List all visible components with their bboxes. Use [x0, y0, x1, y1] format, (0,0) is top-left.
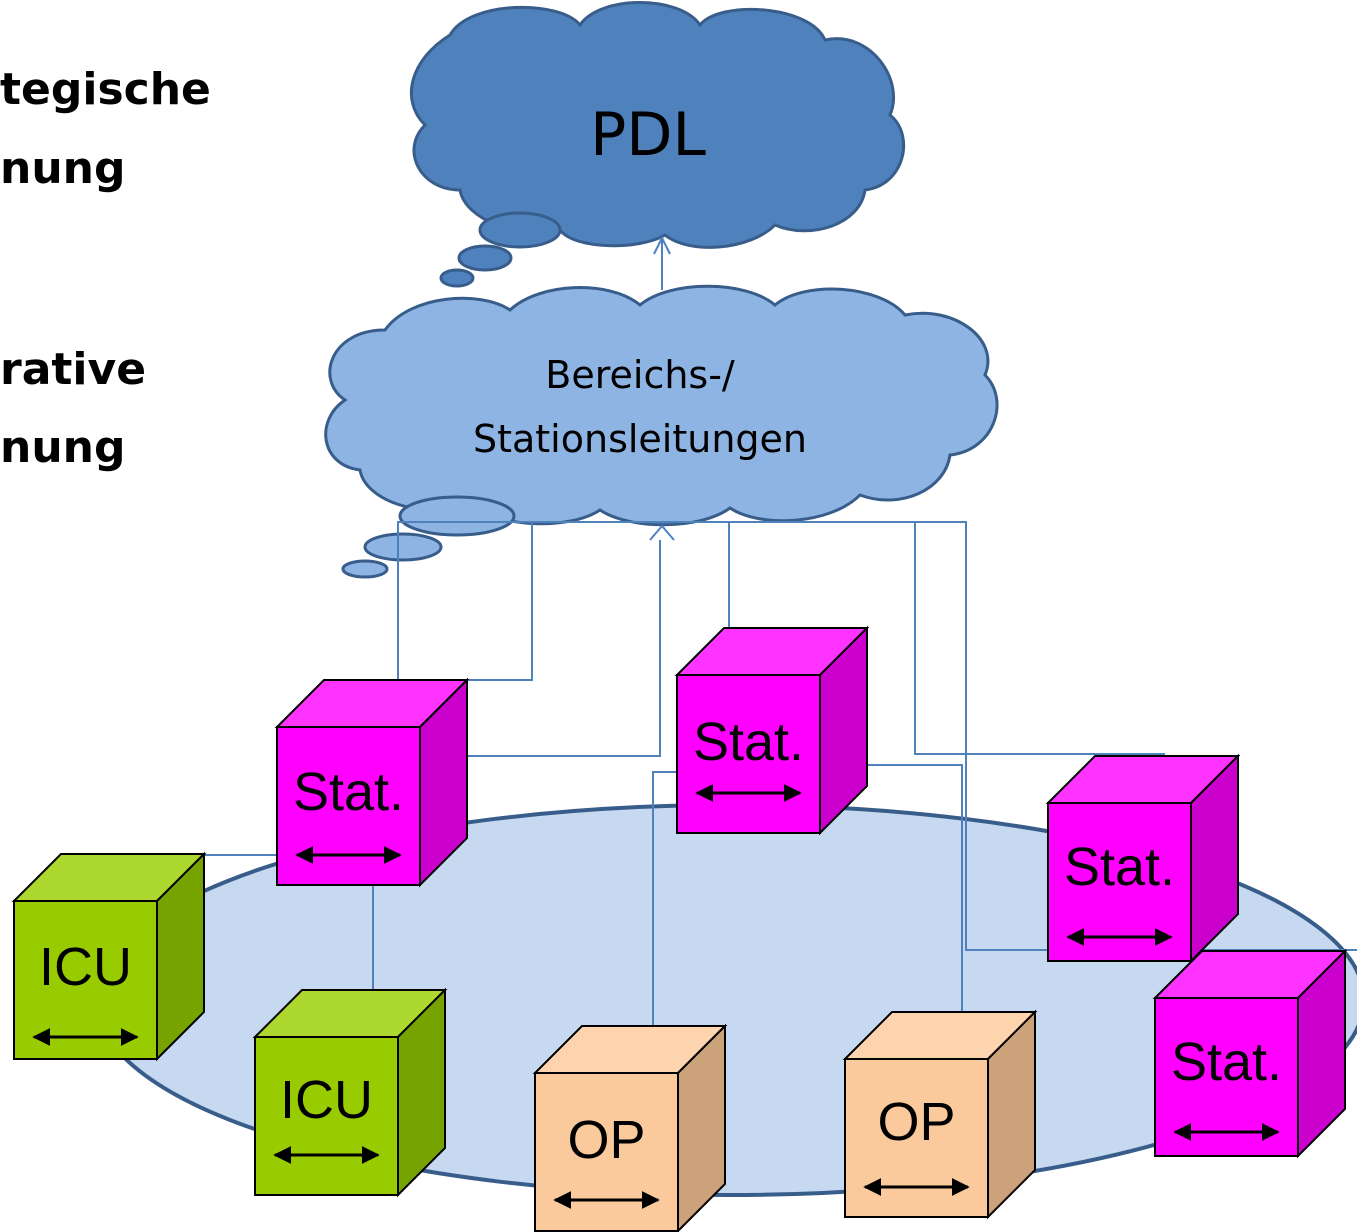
strategic-planning-label-line2: nung — [0, 143, 125, 194]
station-unit-cube: Stat. — [1152, 948, 1348, 1159]
connector-to-pdl — [653, 235, 671, 290]
ward-management-label-line1: Bereichs-/ — [545, 353, 735, 397]
unit-label: Stat. — [693, 712, 804, 772]
station-unit-cube: Stat. — [274, 677, 470, 888]
operative-planning-label-line2: nung — [0, 422, 125, 473]
unit-label: ICU — [280, 1070, 373, 1130]
operative-planning-label-line1: rative — [0, 344, 146, 395]
strategic-planning-label-line1: tegische — [0, 64, 211, 115]
pdl-label: PDL — [590, 100, 706, 170]
ward-management-cloud: Bereichs-/ Stationsleitungen — [324, 284, 999, 579]
unit-label: Stat. — [1171, 1032, 1282, 1092]
icu-unit-cube: ICU — [252, 987, 448, 1198]
unit-label: OP — [877, 1092, 955, 1152]
units-layer: Stat. Stat. Stat. Stat. ICU ICU OP OP — [11, 625, 1348, 1232]
icu-unit-cube: ICU — [11, 851, 207, 1062]
cube-front-face — [254, 1036, 399, 1196]
op-unit-cube: OP — [842, 1009, 1038, 1220]
cube-front-face — [676, 674, 821, 834]
op-unit-cube: OP — [532, 1023, 728, 1232]
unit-label: Stat. — [1064, 837, 1175, 897]
station-unit-cube: Stat. — [1045, 753, 1241, 964]
ward-management-label-line2: Stationsleitungen — [473, 417, 807, 461]
unit-label: Stat. — [293, 762, 404, 822]
pdl-cloud: PDL — [409, 1, 906, 288]
station-unit-cube: Stat. — [674, 625, 870, 836]
unit-label: OP — [567, 1110, 645, 1170]
unit-label: ICU — [39, 937, 132, 997]
